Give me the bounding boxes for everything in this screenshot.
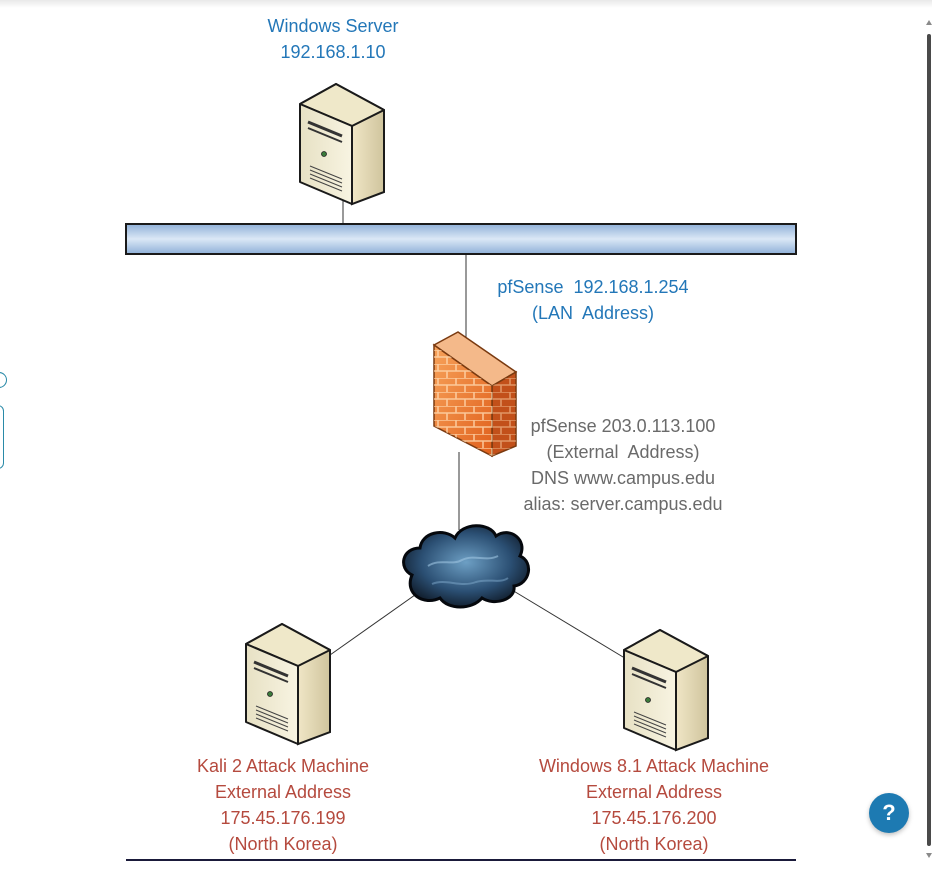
vertical-scrollbar[interactable] xyxy=(926,20,932,858)
pfsense-external-caption: (External Address) xyxy=(546,442,700,462)
pfsense-lan-ip: pfSense 192.168.1.254 xyxy=(497,277,689,297)
pfsense-dns: DNS www.campus.edu xyxy=(530,468,716,488)
server-icon xyxy=(244,622,332,746)
kali-location: (North Korea) xyxy=(228,834,338,854)
pfsense-lan-caption: (LAN Address) xyxy=(531,303,655,323)
side-panel-tab[interactable] xyxy=(0,405,4,469)
scroll-up-arrow-icon[interactable] xyxy=(926,20,932,25)
win81-location: (North Korea) xyxy=(599,834,709,854)
pfsense-external-label: pfSense 203.0.113.100 (External Address)… xyxy=(503,413,743,517)
link-cloud-win81 xyxy=(511,589,629,661)
win81-name: Windows 8.1 Attack Machine xyxy=(538,756,770,776)
win81-role: External Address xyxy=(585,782,723,802)
scroll-down-arrow-icon[interactable] xyxy=(926,853,932,858)
cloud-icon xyxy=(402,524,530,609)
link-cloud-kali xyxy=(329,589,423,656)
help-button[interactable]: ? xyxy=(869,793,909,833)
win81-ip: 175.45.176.200 xyxy=(591,808,717,828)
windows-server-ip: 192.168.1.10 xyxy=(280,42,386,62)
kali-ip: 175.45.176.199 xyxy=(220,808,346,828)
pfsense-external-ip: pfSense 203.0.113.100 xyxy=(530,416,716,436)
win81-label: Windows 8.1 Attack Machine External Addr… xyxy=(509,753,799,857)
lan-bus xyxy=(125,223,797,255)
pfsense-lan-label: pfSense 192.168.1.254 (LAN Address) xyxy=(478,274,708,326)
kali-label: Kali 2 Attack Machine External Address 1… xyxy=(163,753,403,857)
kali-name: Kali 2 Attack Machine xyxy=(196,756,370,776)
windows-server-label: Windows Server 192.168.1.10 xyxy=(233,13,433,65)
scrollbar-thumb[interactable] xyxy=(927,34,931,846)
server-icon xyxy=(298,82,386,206)
pfsense-alias: alias: server.campus.edu xyxy=(523,494,723,514)
firewall-icon xyxy=(432,331,518,458)
top-shadow xyxy=(0,0,932,8)
kali-role: External Address xyxy=(214,782,352,802)
server-icon xyxy=(622,628,710,752)
windows-server-name: Windows Server xyxy=(267,16,399,36)
